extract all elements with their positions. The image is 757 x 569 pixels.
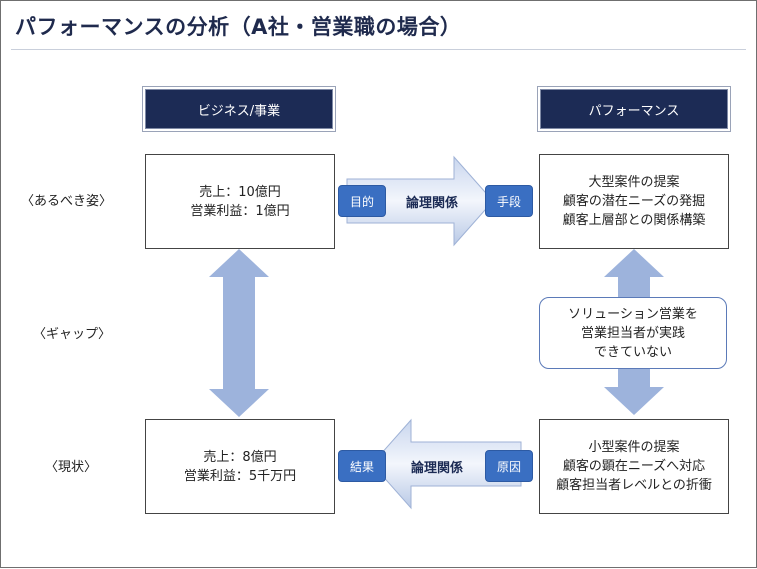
ideal-performance-line: 顧客上層部との関係構築 xyxy=(562,213,706,228)
current-business-box: 売上：8億円 営業利益：5千万円 xyxy=(145,419,335,514)
pill-purpose: 目的 xyxy=(338,185,386,217)
ideal-performance-box: 大型案件の提案 顧客の潜在ニーズの発掘 顧客上層部との関係構築 xyxy=(539,154,729,249)
arrow-left-logical xyxy=(371,418,522,510)
title-divider xyxy=(11,49,746,50)
logical-relation-label-bottom: 論理関係 xyxy=(411,461,464,476)
ideal-business-line: 営業利益：1億円 xyxy=(190,203,290,219)
pill-result: 結果 xyxy=(338,450,386,482)
header-business: ビジネス/事業 xyxy=(145,89,333,129)
page-title: パフォーマンスの分析（A社・営業職の場合） xyxy=(15,15,462,39)
ideal-performance-line: 顧客の潜在ニーズの発掘 xyxy=(562,194,706,209)
current-performance-box: 小型案件の提案 顧客の顕在ニーズへ対応 顧客担当者レベルとの折衝 xyxy=(539,419,729,514)
gap-box: ソリューション営業を 営業担当者が実践 できていない xyxy=(539,297,727,369)
current-business-line: 営業利益：5千万円 xyxy=(183,468,297,484)
header-performance: パフォーマンス xyxy=(540,89,728,129)
gap-line: 営業担当者が実践 xyxy=(580,325,685,341)
ideal-business-line: 売上：10億円 xyxy=(199,184,281,200)
logical-relation-label-top: 論理関係 xyxy=(406,196,459,211)
current-performance-line: 顧客担当者レベルとの折衝 xyxy=(556,478,712,493)
current-performance-line: 小型案件の提案 xyxy=(588,440,680,455)
current-performance-line: 顧客の顕在ニーズへ対応 xyxy=(562,459,706,474)
row-label-ideal: 〈あるべき姿〉 xyxy=(21,194,113,209)
gap-line: できていない xyxy=(593,344,672,360)
pill-cause: 原因 xyxy=(485,450,533,482)
pill-means: 手段 xyxy=(485,185,533,217)
ideal-performance-line: 大型案件の提案 xyxy=(588,175,680,190)
current-business-line: 売上：8億円 xyxy=(203,449,277,465)
row-label-gap: 〈ギャップ〉 xyxy=(33,327,112,342)
arrow-right-logical xyxy=(346,155,494,247)
gap-line: ソリューション営業を xyxy=(568,306,698,322)
ideal-business-box: 売上：10億円 営業利益：1億円 xyxy=(145,154,335,249)
right-down-arrow xyxy=(604,365,664,415)
row-label-current: 〈現状〉 xyxy=(45,460,98,475)
right-up-arrow xyxy=(604,249,664,301)
left-double-arrow xyxy=(209,249,269,417)
